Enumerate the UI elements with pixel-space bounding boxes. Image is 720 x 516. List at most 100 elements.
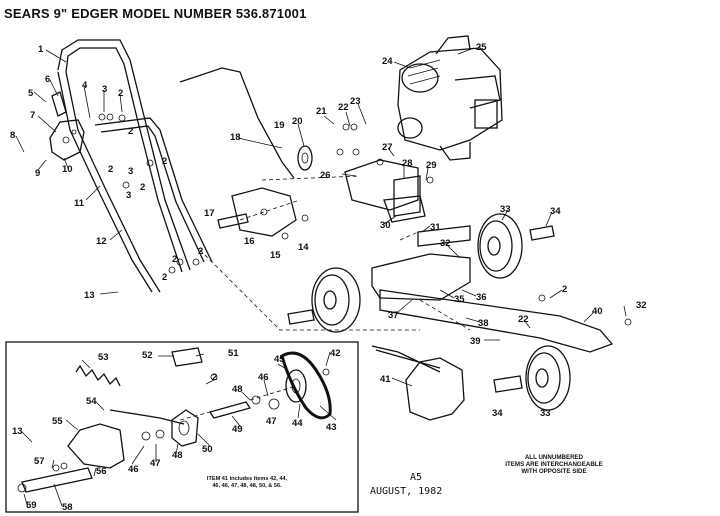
callout-29: 29 (426, 160, 437, 171)
callout-2-d: 2 (108, 164, 113, 175)
callout-23: 23 (350, 96, 361, 107)
item41-note-line1: ITEM 41 includes Items 42, 44, (206, 476, 288, 482)
axle-bolt-left (287, 309, 315, 325)
callout-37: 37 (388, 310, 399, 321)
callout-27: 27 (382, 142, 393, 153)
belt-43 (280, 351, 332, 420)
callout-12: 12 (96, 236, 107, 247)
callout-38: 38 (478, 318, 489, 329)
callout-20: 20 (292, 116, 303, 127)
callout-7: 7 (30, 110, 35, 121)
callout-28: 28 (402, 158, 413, 169)
callout-42: 42 (330, 348, 341, 359)
spindle-49 (208, 401, 252, 419)
mount-bracket (344, 159, 426, 223)
callout-1: 1 (38, 44, 44, 55)
bearing-housing-50 (171, 409, 199, 447)
callout-35: 35 (454, 294, 465, 305)
callout-2-e: 2 (140, 182, 145, 193)
bracket-52 (171, 347, 203, 367)
callout-18: 18 (230, 132, 241, 143)
callout-14: 14 (298, 242, 309, 253)
callout-21: 21 (316, 106, 327, 117)
blade-58 (21, 467, 93, 493)
interchangeable-note: ALL UNNUMBERED ITEMS ARE INTERCHANGEABLE… (498, 454, 610, 475)
callout-47-a: 47 (266, 416, 277, 427)
callout-40: 40 (592, 306, 603, 317)
callout-9: 9 (35, 168, 40, 179)
callout-25: 25 (476, 42, 487, 53)
blade-adjust-bracket (217, 187, 297, 237)
callout-52: 52 (142, 350, 153, 361)
blade-housing-41 (371, 345, 465, 421)
callout-48-b: 48 (172, 450, 183, 461)
callout-59: 59 (26, 500, 37, 511)
wheel-left (311, 267, 361, 333)
callout-8: 8 (10, 130, 15, 141)
callout-24: 24 (382, 56, 393, 67)
interchangeable-note-line1: ALL UNNUMBERED (524, 454, 584, 461)
callout-47-b: 47 (150, 458, 161, 469)
callout-34-a: 34 (550, 206, 561, 217)
callout-58: 58 (62, 502, 73, 513)
callout-19: 19 (274, 120, 285, 131)
main-frame (371, 225, 614, 353)
callout-26: 26 (320, 170, 331, 181)
hardware-washers (17, 113, 632, 493)
spring-53 (75, 364, 121, 387)
interchangeable-note-line2: ITEMS ARE INTERCHANGEABLE (505, 461, 603, 468)
axle-bolt-34-top (529, 225, 555, 241)
callout-3-b: 3 (128, 166, 133, 177)
callout-30: 30 (380, 220, 391, 231)
callout-33-b: 33 (540, 408, 551, 419)
axle-bolt-34-bottom (493, 375, 523, 393)
callout-6: 6 (45, 74, 50, 85)
callout-46-a: 46 (258, 372, 269, 383)
callout-56: 56 (96, 466, 107, 477)
callout-55: 55 (52, 416, 63, 427)
item41-note-line2: 46, 46, 47, 48, 48, 50, & 56. (212, 483, 282, 489)
blade-guard-55 (67, 423, 125, 469)
handle-assembly (57, 39, 213, 293)
callout-57: 57 (34, 456, 45, 467)
wheel-top-right (477, 213, 523, 279)
callout-44: 44 (292, 418, 303, 429)
callout-22-b: 22 (518, 314, 529, 325)
callout-3-c: 3 (126, 190, 131, 201)
callout-2-c: 2 (162, 156, 167, 167)
callout-10: 10 (62, 164, 73, 175)
callout-46-b: 46 (128, 464, 139, 475)
diagram-title: SEARS 9" EDGER MODEL NUMBER 536.871001 (4, 6, 307, 21)
callout-2-h: 2 (162, 272, 167, 283)
footer-code: A5 (410, 472, 423, 483)
leader-lines (15, 47, 627, 509)
callout-33-a: 33 (500, 204, 511, 215)
callout-50: 50 (202, 444, 213, 455)
callout-22-a: 22 (338, 102, 349, 113)
item41-note: ITEM 41 includes Items 42, 44, 46, 46, 4… (188, 476, 306, 490)
callout-2-a: 2 (118, 88, 123, 99)
callout-13-b: 13 (12, 426, 23, 437)
control-rod (179, 67, 295, 179)
callout-4: 4 (82, 80, 88, 91)
callout-2-j: 2 (212, 372, 217, 383)
wheel-bottom-right (525, 345, 571, 411)
callout-36: 36 (476, 292, 487, 303)
callout-31: 31 (430, 222, 441, 233)
callout-32-a: 32 (440, 238, 451, 249)
callout-34-b: 34 (492, 408, 503, 419)
callout-48-a: 48 (232, 384, 243, 395)
callout-49: 49 (232, 424, 243, 435)
callout-15: 15 (270, 250, 281, 261)
callout-2-i: 2 (562, 284, 567, 295)
pulley-20 (297, 145, 313, 171)
callout-51: 51 (228, 348, 239, 359)
shaft-54 (109, 409, 185, 425)
callout-16: 16 (244, 236, 255, 247)
callout-39: 39 (470, 336, 481, 347)
alignment-lines (179, 175, 471, 421)
callout-5: 5 (28, 88, 34, 99)
callout-43: 43 (326, 422, 337, 433)
callout-2-b: 2 (128, 126, 133, 137)
